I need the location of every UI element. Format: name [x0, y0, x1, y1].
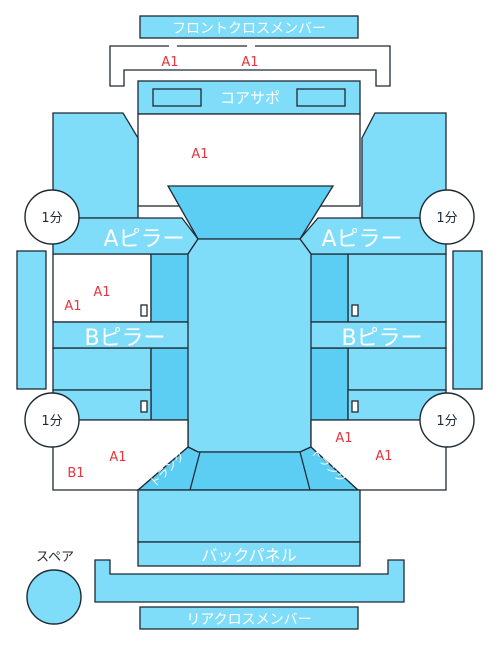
code-hood: A1 — [191, 147, 208, 162]
left-door-handle-upper — [140, 304, 148, 317]
roof[interactable] — [187, 238, 312, 453]
right-door-handle-upper — [351, 304, 359, 317]
circle-front-right-label: 1分 — [436, 211, 457, 226]
core-support[interactable] — [137, 80, 361, 115]
right-rear-door[interactable] — [347, 347, 447, 391]
front-cross-member[interactable] — [139, 15, 359, 39]
front-member-joint-right — [247, 42, 255, 50]
rear-window-inner — [189, 451, 311, 491]
rear-cross-member[interactable] — [139, 606, 359, 630]
circle-front-left-label: 1分 — [41, 211, 62, 226]
circle-front-right[interactable] — [419, 189, 475, 245]
core-support-label: コアサポ — [220, 89, 280, 107]
rear-cross-member-label: リアクロスメンバー — [186, 612, 311, 628]
rear-quarter-left[interactable] — [52, 419, 189, 491]
spare-tire[interactable] — [26, 569, 82, 625]
b-pillar-left-label: Bピラー — [84, 326, 165, 351]
code-front-member-left: A1 — [161, 55, 178, 70]
front-cross-member-label: フロントクロスメンバー — [172, 21, 326, 37]
back-panel-label: バックパネル — [201, 546, 296, 565]
front-member-bracket — [109, 45, 391, 87]
left-rocker-lower[interactable] — [150, 347, 190, 421]
code-right-rear-a1: A1 — [335, 431, 352, 446]
right-door-handle-lower — [351, 400, 359, 413]
right-rocker-upper[interactable] — [309, 253, 349, 323]
left-rocker-upper[interactable] — [150, 253, 190, 323]
headlight-right — [296, 88, 346, 107]
b-pillar-left[interactable] — [52, 321, 190, 349]
front-member-joint-left — [169, 42, 177, 50]
code-left-front-door-lower: A1 — [64, 299, 81, 314]
spare-label: スペア — [36, 550, 74, 565]
code-right-rear-a2: A1 — [375, 449, 392, 464]
code-front-member-right: A1 — [241, 55, 258, 70]
circle-rear-left-label: 1分 — [41, 414, 62, 429]
headlight-left — [152, 88, 202, 107]
back-panel[interactable] — [137, 489, 361, 543]
code-left-rear-a: A1 — [109, 450, 126, 465]
code-left-front-door-upper: A1 — [93, 285, 110, 300]
circle-rear-left[interactable] — [24, 392, 80, 448]
right-side-sill[interactable] — [452, 250, 483, 390]
circle-rear-right[interactable] — [419, 392, 475, 448]
right-rear-door-upper[interactable] — [347, 253, 447, 323]
a-pillar-right-label: Aピラー — [321, 227, 402, 252]
b-pillar-right-label: Bピラー — [341, 326, 422, 351]
back-panel-lower[interactable] — [137, 541, 361, 567]
left-side-sill[interactable] — [16, 250, 47, 390]
code-left-rear-b: B1 — [67, 466, 84, 481]
circle-front-left[interactable] — [24, 189, 80, 245]
left-rear-door[interactable] — [52, 347, 152, 391]
right-rocker-lower[interactable] — [309, 347, 349, 421]
rear-member-bracket — [94, 559, 405, 603]
a-pillar-left-label: Aピラー — [103, 227, 184, 252]
left-door-handle-lower — [140, 400, 148, 413]
b-pillar-right[interactable] — [309, 321, 447, 349]
circle-rear-right-label: 1分 — [436, 414, 457, 429]
